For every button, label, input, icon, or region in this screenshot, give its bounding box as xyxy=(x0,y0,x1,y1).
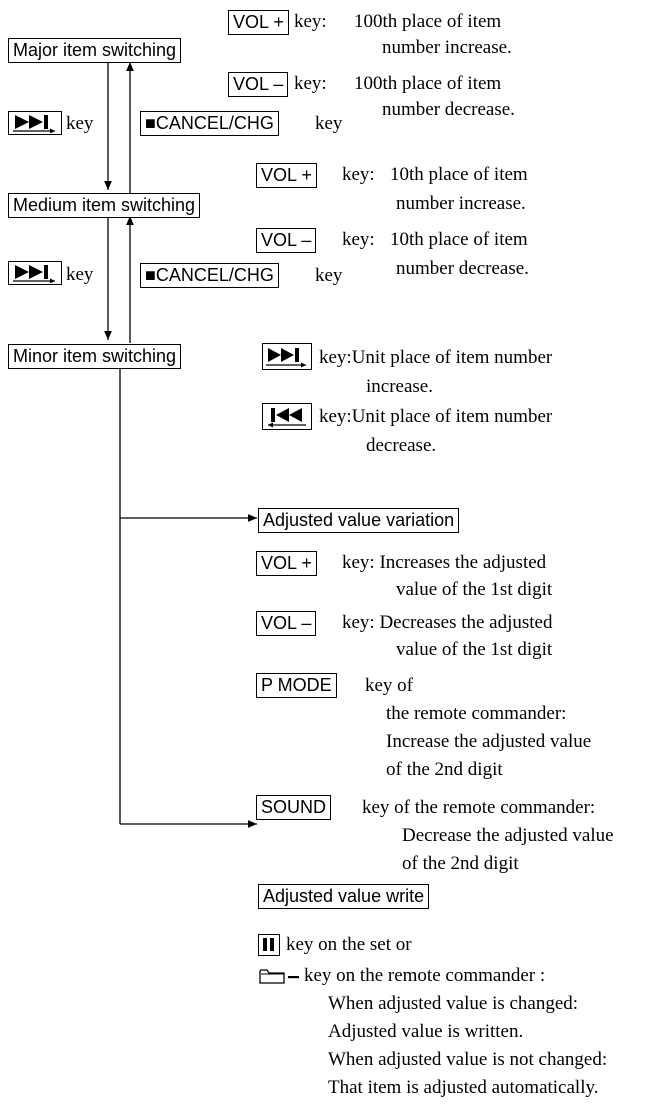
cancel-chg-label-1: ■CANCEL/CHG xyxy=(145,113,274,133)
medium-item-switching-box: Medium item switching xyxy=(8,193,201,218)
next-key-word-1: key xyxy=(66,113,94,134)
major-minus-prefix: key: xyxy=(294,73,327,94)
prev-track-key-icon xyxy=(262,403,312,430)
vol-minus-label-3: VOL – xyxy=(261,613,312,633)
pmode-line1: key of xyxy=(365,675,414,696)
vol-plus-key-2: VOL + xyxy=(256,163,317,188)
major-plus-line2: number increase. xyxy=(382,37,512,58)
vol-minus-key-3: VOL – xyxy=(256,611,317,636)
folder-minus-key-icon xyxy=(258,966,302,986)
write-line5: When adjusted value is not changed: xyxy=(328,1049,608,1070)
vol-minus-key-2: VOL – xyxy=(256,228,317,253)
medium-plus-line2: number increase. xyxy=(396,193,526,214)
next-track-key-icon-2 xyxy=(8,261,62,285)
medium-minus-prefix: key: xyxy=(342,229,375,250)
medium-minus-line1: 10th place of item xyxy=(390,229,528,250)
write-line4: Adjusted value is written. xyxy=(328,1021,524,1042)
sound-line3: of the 2nd digit xyxy=(402,853,519,874)
variation-plus-line2: value of the 1st digit xyxy=(396,579,553,600)
minor-next-line1: key:Unit place of item number xyxy=(319,347,553,368)
pmode-line2: the remote commander: xyxy=(386,703,567,724)
write-line3: When adjusted value is changed: xyxy=(328,993,579,1014)
medium-plus-prefix: key: xyxy=(342,164,375,185)
next-key-word-2: key xyxy=(66,264,94,285)
major-minus-line1: 100th place of item xyxy=(354,73,502,94)
major-plus-line1: 100th place of item xyxy=(354,11,502,32)
next-track-key-icon-3 xyxy=(262,343,312,370)
adjusted-value-variation-box: Adjusted value variation xyxy=(258,508,460,533)
vol-minus-label: VOL – xyxy=(233,74,284,94)
major-minus-line2: number decrease. xyxy=(382,99,515,120)
write-label: Adjusted value write xyxy=(263,886,425,906)
vol-plus-label-2: VOL + xyxy=(261,165,312,185)
p-mode-key: P MODE xyxy=(256,673,337,698)
p-mode-label: P MODE xyxy=(261,675,332,695)
variation-minus-line1: key: Decreases the adjusted xyxy=(342,612,553,633)
major-plus-prefix: key: xyxy=(294,11,327,32)
vol-plus-label-3: VOL + xyxy=(261,553,312,573)
cancel-chg-key-1: ■CANCEL/CHG xyxy=(140,111,279,136)
write-line1: key on the set or xyxy=(286,934,412,955)
vol-plus-key: VOL + xyxy=(228,10,289,35)
medium-plus-line1: 10th place of item xyxy=(390,164,528,185)
vol-minus-label-2: VOL – xyxy=(261,230,312,250)
sound-line2: Decrease the adjusted value xyxy=(402,825,614,846)
write-line2: key on the remote commander : xyxy=(304,965,546,986)
pmode-line4: of the 2nd digit xyxy=(386,759,503,780)
cancel-chg-key-2: ■CANCEL/CHG xyxy=(140,263,279,288)
cancel-key-word-1: key xyxy=(315,113,343,134)
major-item-switching-box: Major item switching xyxy=(8,38,182,63)
cancel-key-word-2: key xyxy=(315,265,343,286)
minor-next-line2: increase. xyxy=(366,376,433,397)
minor-item-switching-box: Minor item switching xyxy=(8,344,182,369)
variation-minus-line2: value of the 1st digit xyxy=(396,639,553,660)
sound-line1: key of the remote commander: xyxy=(362,797,596,818)
minor-prev-line1: key:Unit place of item number xyxy=(319,406,553,427)
vol-plus-label: VOL + xyxy=(233,12,284,32)
variation-label: Adjusted value variation xyxy=(263,510,455,530)
vol-plus-key-3: VOL + xyxy=(256,551,317,576)
adjusted-value-write-box: Adjusted value write xyxy=(258,884,430,909)
cancel-chg-label-2: ■CANCEL/CHG xyxy=(145,265,274,285)
vol-minus-key: VOL – xyxy=(228,72,289,97)
pmode-line3: Increase the adjusted value xyxy=(386,731,592,752)
next-track-key-icon xyxy=(8,111,62,135)
major-item-label: Major item switching xyxy=(13,40,177,60)
sound-label: SOUND xyxy=(261,797,327,817)
write-line6: That item is adjusted automatically. xyxy=(328,1077,599,1098)
minor-item-label: Minor item switching xyxy=(13,346,177,366)
medium-minus-line2: number decrease. xyxy=(396,258,529,279)
medium-item-label: Medium item switching xyxy=(13,195,196,215)
variation-plus-line1: key: Increases the adjusted xyxy=(342,552,547,573)
pause-key-icon xyxy=(258,934,280,956)
sound-key: SOUND xyxy=(256,795,332,820)
minor-prev-line2: decrease. xyxy=(366,435,437,456)
